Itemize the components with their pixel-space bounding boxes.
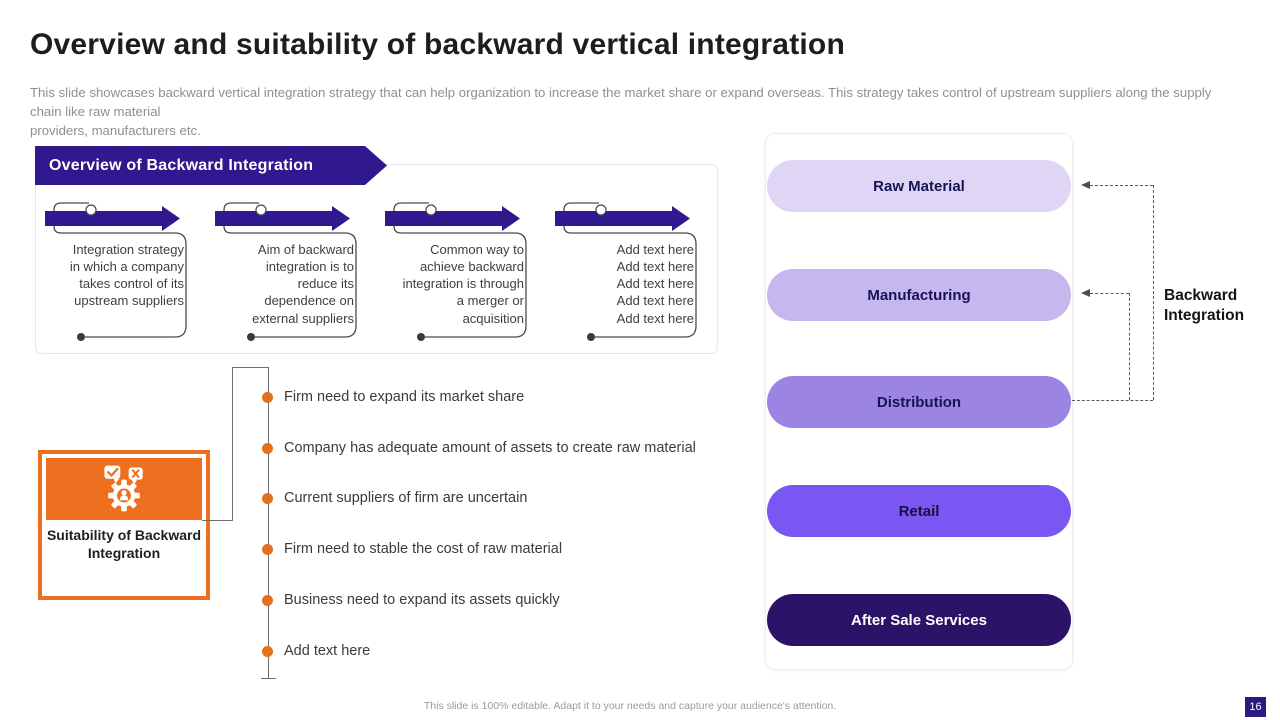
bullet-text: Add text here [284, 643, 371, 659]
overview-item: Integration strategy in which a company … [45, 195, 195, 347]
dashed-connector [1072, 400, 1153, 401]
gear-person-check-icon [104, 465, 143, 512]
bullet-item: Firm need to stable the cost of raw mate… [262, 541, 563, 557]
overview-item-text: Aim of backward integration is to reduce… [252, 242, 354, 326]
bullet-dot-icon [262, 543, 273, 555]
bullet-spine-line [268, 367, 269, 678]
supply-chain-card: Raw Material Manufacturing Distribution … [765, 133, 1073, 670]
bullet-item: Company has adequate amount of assets to… [262, 440, 696, 456]
slide-subtitle: This slide showcases backward vertical i… [30, 85, 1212, 139]
overview-banner-label: Overview of Backward Integration [49, 156, 314, 174]
bullet-item: Add text here [262, 643, 371, 659]
bullet-text: Current suppliers of firm are uncertain [284, 490, 528, 506]
stage-pill-manufacturing: Manufacturing [767, 269, 1071, 321]
stage-pill-after-sale-services: After Sale Services [767, 594, 1071, 646]
connector-line [202, 520, 233, 521]
overview-item-text: Integration strategy in which a company … [69, 242, 184, 309]
bullet-text: Firm need to stable the cost of raw mate… [284, 541, 563, 557]
overview-item-text: Common way to achieve backward integrati… [402, 242, 524, 326]
arrowhead-left-icon [1081, 289, 1090, 297]
dashed-connector [1153, 185, 1154, 400]
bullet-text: Business need to expand its assets quick… [284, 592, 560, 608]
overview-item-text: Add text here Add text here Add text her… [616, 242, 694, 326]
page-title: Overview and suitability of backward ver… [30, 28, 845, 61]
bullet-dot-icon [262, 442, 273, 454]
bullet-dot-icon [262, 594, 273, 606]
suitability-header [46, 458, 202, 520]
page-number-badge: 16 [1245, 697, 1266, 717]
process-arrow-icon [555, 202, 697, 341]
overview-item: Add text here Add text here Add text her… [555, 195, 705, 347]
process-arrow-icon [215, 202, 357, 341]
bullet-dot-icon [262, 391, 273, 403]
dashed-connector [1090, 293, 1129, 294]
backward-integration-label: Backward Integration [1164, 287, 1245, 324]
connector-line [232, 367, 269, 368]
stage-pill-distribution: Distribution [767, 376, 1071, 428]
bullet-text: Company has adequate amount of assets to… [284, 440, 696, 456]
arrowhead-left-icon [1081, 181, 1090, 189]
overview-item: Aim of backward integration is to reduce… [215, 195, 365, 347]
bullet-text: Firm need to expand its market share [284, 389, 525, 405]
dashed-connector [1129, 293, 1130, 400]
dashed-connector [1090, 185, 1153, 186]
stage-pill-retail: Retail [767, 485, 1071, 537]
bullet-dot-icon [262, 492, 273, 504]
stage-pill-raw-material: Raw Material [767, 160, 1071, 212]
bullet-dot-icon [262, 645, 273, 657]
bullet-item: Business need to expand its assets quick… [262, 592, 560, 608]
connector-line [232, 367, 233, 520]
process-arrow-icon [385, 202, 527, 341]
suitability-title: Suitability of Backward Integration [46, 527, 202, 562]
overview-item: Common way to achieve backward integrati… [385, 195, 535, 347]
bullet-item: Firm need to expand its market share [262, 389, 525, 405]
bullet-item: Current suppliers of firm are uncertain [262, 490, 528, 506]
suitability-box: Suitability of Backward Integration [38, 450, 210, 600]
process-arrow-icon [45, 202, 187, 341]
slide-footer: This slide is 100% editable. Adapt it to… [423, 700, 837, 712]
spine-end-tick [261, 678, 276, 679]
overview-banner: Overview of Backward Integration [35, 146, 387, 185]
